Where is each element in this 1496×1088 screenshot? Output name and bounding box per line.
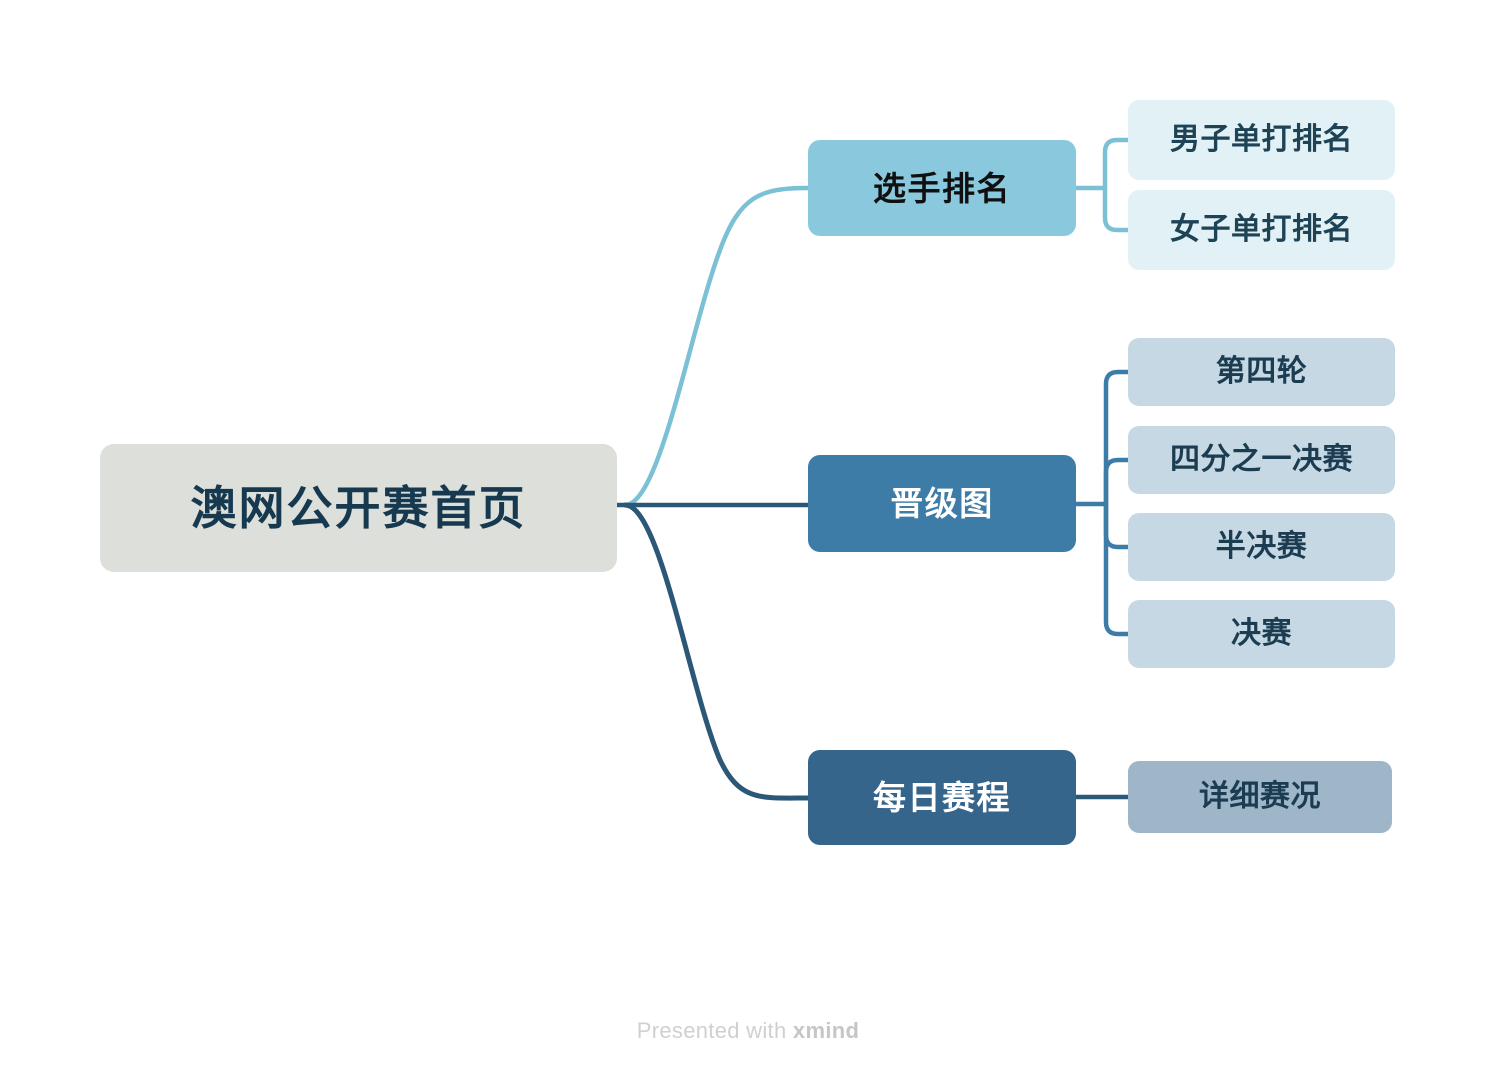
leaf-node-womens-singles-ranking[interactable]: 女子单打排名: [1128, 190, 1395, 270]
leaf-node-mens-singles-ranking[interactable]: 男子单打排名: [1128, 100, 1395, 180]
branch-node-player-ranking-label: 选手排名: [873, 169, 1011, 207]
edge-root-to-ranking: [622, 185, 811, 508]
branch-node-daily-schedule-label: 每日赛程: [873, 779, 1011, 816]
edge-group-ranking: [1073, 137, 1131, 233]
edge-root-to-daily: [622, 502, 811, 801]
leaf-node-final-label: 决赛: [1231, 617, 1292, 650]
leaf-node-womens-singles-ranking-label: 女子单打排名: [1170, 213, 1353, 246]
footer-prefix-text: Presented with: [636, 1018, 793, 1043]
leaf-node-final[interactable]: 决赛: [1128, 600, 1395, 668]
root-node-label: 澳网公开赛首页: [190, 482, 527, 534]
leaf-node-semifinal[interactable]: 半决赛: [1128, 513, 1395, 581]
leaf-node-semifinal-label: 半决赛: [1215, 530, 1308, 563]
leaf-node-quarterfinal-label: 四分之一决赛: [1170, 443, 1353, 476]
root-node[interactable]: 澳网公开赛首页: [100, 444, 617, 572]
footer-watermark: Presented with xmind: [0, 1018, 1496, 1044]
branch-node-bracket-chart[interactable]: 晋级图: [808, 455, 1076, 552]
branch-node-daily-schedule[interactable]: 每日赛程: [808, 750, 1076, 845]
leaf-node-match-details[interactable]: 详细赛况: [1128, 761, 1392, 833]
leaf-node-mens-singles-ranking-label: 男子单打排名: [1170, 123, 1353, 156]
leaf-node-match-details-label: 详细赛况: [1199, 780, 1321, 813]
leaf-node-round-four[interactable]: 第四轮: [1128, 338, 1395, 406]
edge-group-bracket: [1073, 369, 1131, 637]
footer-brand-text: xmind: [792, 1018, 860, 1043]
leaf-node-quarterfinal[interactable]: 四分之一决赛: [1128, 426, 1395, 494]
leaf-node-round-four-label: 第四轮: [1215, 355, 1308, 388]
branch-node-player-ranking[interactable]: 选手排名: [808, 140, 1076, 236]
branch-node-bracket-chart-label: 晋级图: [890, 485, 994, 522]
